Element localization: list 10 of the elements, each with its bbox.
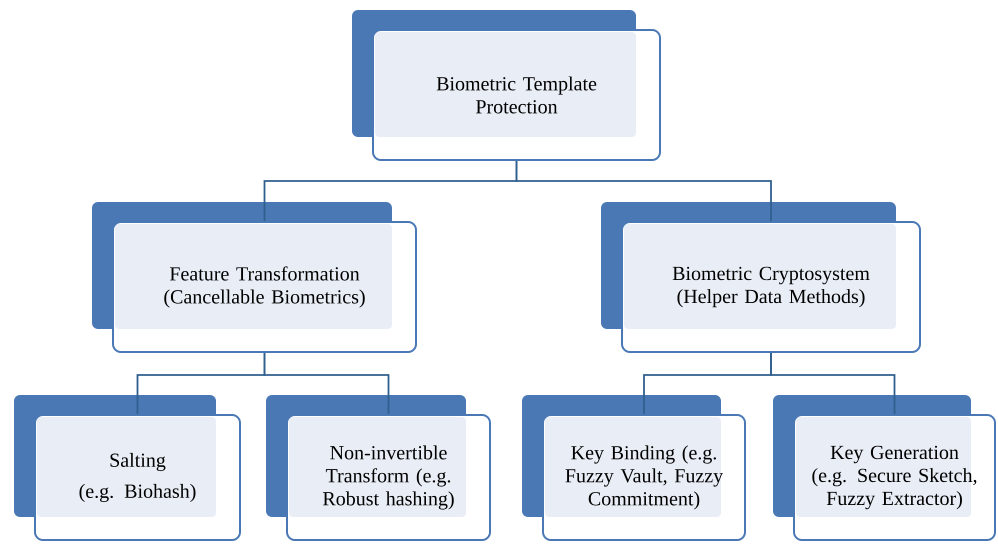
process-box: Biometric Template Protection	[352, 10, 661, 161]
process-box: Key Generation (e.g. Secure Sketch, Fuzzy Extractor)	[773, 395, 996, 541]
connector-line	[770, 353, 896, 414]
connector-line	[516, 161, 772, 221]
process-box: Feature Transformation (Cancellable Biometrics)	[92, 202, 417, 353]
process-box: Biometric Cryptosystem (Helper Data Methods)	[601, 202, 921, 353]
process-box: Key Binding (e.g. Fuzzy Vault, Fuzzy Commitment)	[522, 395, 746, 541]
process-box: Salting (e.g. Biohash)	[14, 395, 241, 541]
process-box: Non-invertible Transform (e.g. Robust hashing)	[266, 395, 491, 541]
connector-line	[264, 353, 390, 414]
